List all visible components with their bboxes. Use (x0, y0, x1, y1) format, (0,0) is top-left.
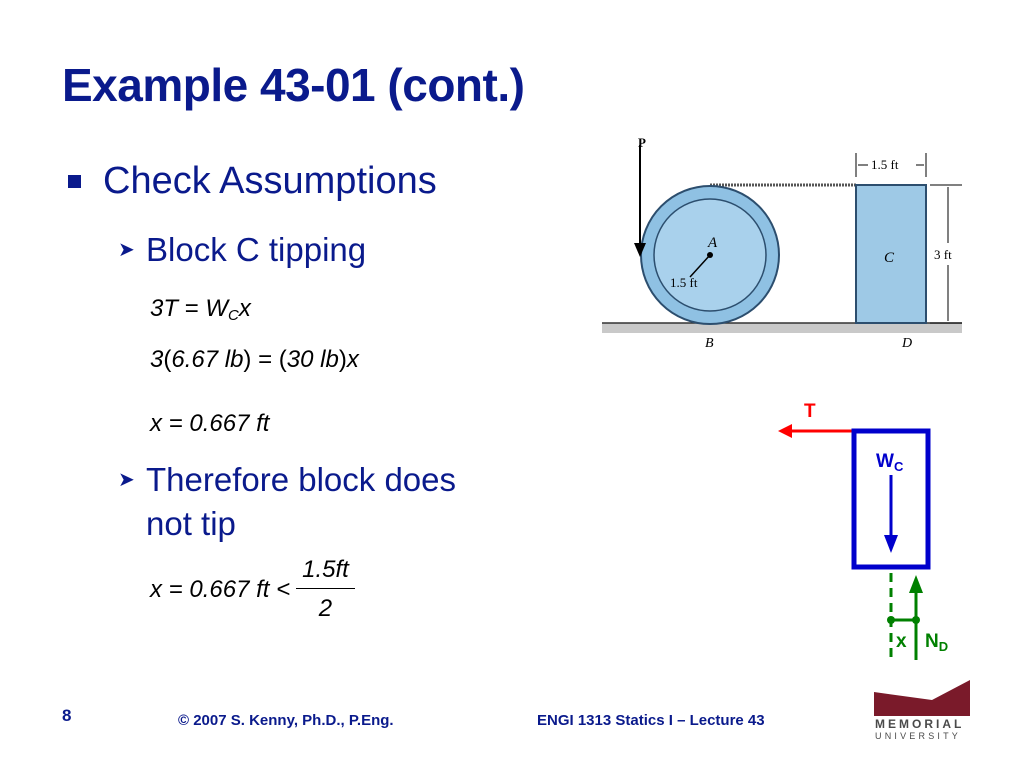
equation-substitution: 3(6.67 lb) = (30 lb)x (150, 346, 359, 373)
logo-text-line1: MEMORIAL (875, 717, 964, 731)
label-radius: 1.5 ft (670, 275, 698, 290)
square-bullet-icon (68, 175, 81, 188)
label-p: P (638, 135, 646, 150)
label-d: D (901, 336, 912, 351)
label-x: x (896, 631, 907, 652)
radius-line (689, 254, 711, 278)
label-wc: WC (876, 451, 904, 474)
block-c (855, 184, 927, 324)
wheel-block-figure: A 1.5 ft P C 1.5 ft 3 ft B D (602, 135, 962, 351)
equation-moment: 3T = WCx (150, 295, 251, 324)
sub-bullet-conclusion: ➤ Therefore block does not tip (118, 458, 456, 546)
bullet-check-assumptions: Check Assumptions (68, 160, 437, 203)
label-width: 1.5 ft (871, 157, 899, 172)
equation-inequality: x = 0.667 ft < 1.5ft 2 (150, 556, 355, 623)
label-height: 3 ft (934, 247, 952, 262)
normal-force-arrowhead (909, 575, 923, 593)
bullet-text: Check Assumptions (103, 160, 437, 202)
arrow-bullet-icon: ➤ (118, 469, 135, 491)
force-p-arrowhead (634, 243, 646, 257)
footer-copyright: © 2007 S. Kenny, Ph.D., P.Eng. (178, 712, 394, 729)
free-body-diagram: T WC x ND (778, 401, 948, 663)
sub-bullet-block-tipping: ➤ Block C tipping (118, 228, 366, 272)
label-c: C (884, 250, 895, 266)
slide-title: Example 43-01 (cont.) (62, 59, 525, 111)
memorial-university-logo: MEMORIAL UNIVERSITY (874, 680, 970, 740)
logo-flag-shape (874, 680, 970, 716)
label-nd: ND (925, 631, 948, 654)
fraction: 1.5ft 2 (296, 556, 355, 623)
footer-course: ENGI 1313 Statics I – Lecture 43 (537, 712, 765, 729)
x-dim-endpoint (887, 616, 895, 624)
label-b: B (705, 336, 714, 351)
equation-result: x = 0.667 ft (150, 410, 270, 437)
arrow-bullet-icon: ➤ (118, 239, 135, 261)
page-number: 8 (62, 706, 72, 725)
conclusion-line-2: not tip (146, 505, 236, 542)
conclusion-line-1: Therefore block does (146, 461, 457, 498)
ground-shading (602, 323, 962, 333)
sub-bullet-text: Block C tipping (146, 231, 367, 268)
weight-arrowhead (884, 535, 898, 553)
label-a: A (707, 235, 718, 251)
logo-text-line2: UNIVERSITY (875, 731, 961, 740)
tension-arrowhead (778, 424, 792, 438)
label-t: T (804, 401, 816, 422)
